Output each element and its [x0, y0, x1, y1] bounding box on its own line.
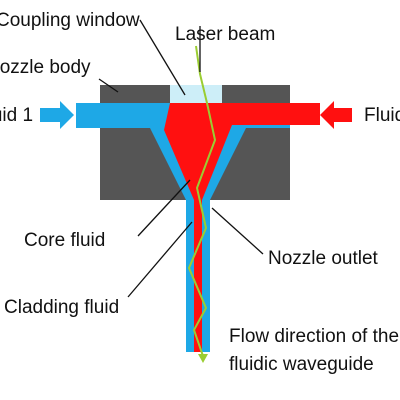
coupling-window-leader: [139, 19, 186, 96]
fluid2-inlet-arrow: [320, 101, 352, 129]
nozzle-body-label: Nozzle body: [0, 57, 91, 78]
coupling-window-label: Coupling window: [0, 10, 140, 31]
fluid1-label: Fluid 1: [0, 105, 33, 126]
laser-beam-label: Laser beam: [175, 24, 275, 45]
cladding-fluid-label: Cladding fluid: [4, 297, 119, 318]
nozzle-outlet-leader: [211, 207, 264, 255]
cladding-fluid-leader: [127, 221, 193, 298]
core-fluid-label: Core fluid: [24, 230, 105, 251]
laser-beam-line: [187, 45, 217, 357]
laser-beam-arrowhead: [198, 354, 208, 363]
flow-direction-label-line2: fluidic waveguide: [229, 354, 374, 375]
nozzle-outlet-label: Nozzle outlet: [268, 248, 379, 269]
flow-direction-label-line1: Flow direction of the: [229, 326, 399, 347]
fluid2-label: Fluid 2: [364, 105, 400, 126]
nozzle-body-leader: [98, 78, 119, 93]
core-fluid-leader: [137, 179, 191, 237]
fluid1-inlet-arrow: [40, 101, 74, 129]
core-fluid-shape: [164, 103, 320, 352]
coupling-window-shape: [170, 85, 222, 103]
